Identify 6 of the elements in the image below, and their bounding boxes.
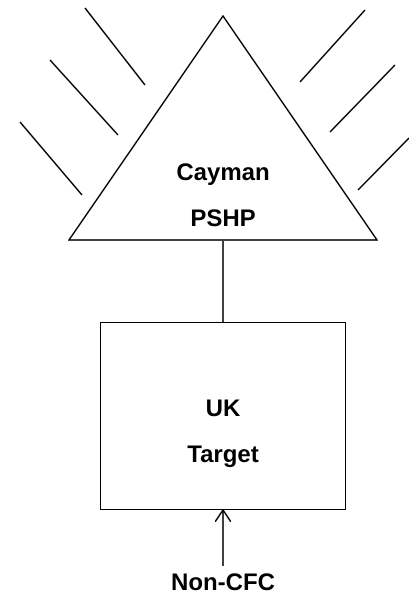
- node-label: Cayman PSHP: [175, 158, 271, 234]
- entity-box: [100, 322, 346, 510]
- input-label: Non-CFC: [170, 568, 276, 598]
- connector-line: [222, 241, 224, 322]
- node-label: UK Target: [186, 394, 260, 470]
- arrow: [214, 509, 232, 566]
